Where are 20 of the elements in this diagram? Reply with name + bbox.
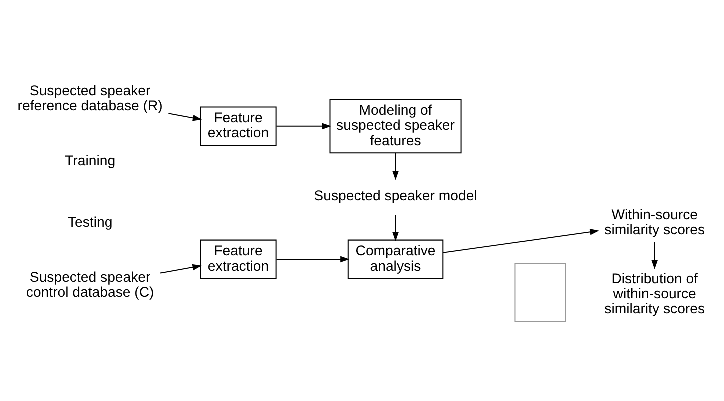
label: Training xyxy=(65,152,116,168)
node-text: Suspected speaker model xyxy=(314,187,478,204)
node-text: Within-source similarity scores xyxy=(604,206,706,237)
node-box: Comparative analysis xyxy=(348,239,444,279)
node-text: Suspected speaker reference database (R) xyxy=(18,82,163,113)
arrow xyxy=(443,228,600,253)
arrow xyxy=(392,214,399,241)
node-box: Feature extraction xyxy=(200,106,277,146)
node-text: Distribution of within-source similarity scores xyxy=(604,270,706,316)
arrow xyxy=(276,122,332,130)
arrow xyxy=(276,256,350,262)
node-box: Feature extraction xyxy=(200,239,277,279)
arrow xyxy=(652,242,658,269)
arrow xyxy=(168,112,202,121)
arrow xyxy=(392,152,399,180)
node-box xyxy=(514,262,566,322)
arrow xyxy=(160,264,202,274)
node-box: Modeling of suspected speaker features xyxy=(330,98,462,154)
label: Testing xyxy=(68,213,113,230)
node-text: Suspected speaker control database (C) xyxy=(26,268,154,300)
